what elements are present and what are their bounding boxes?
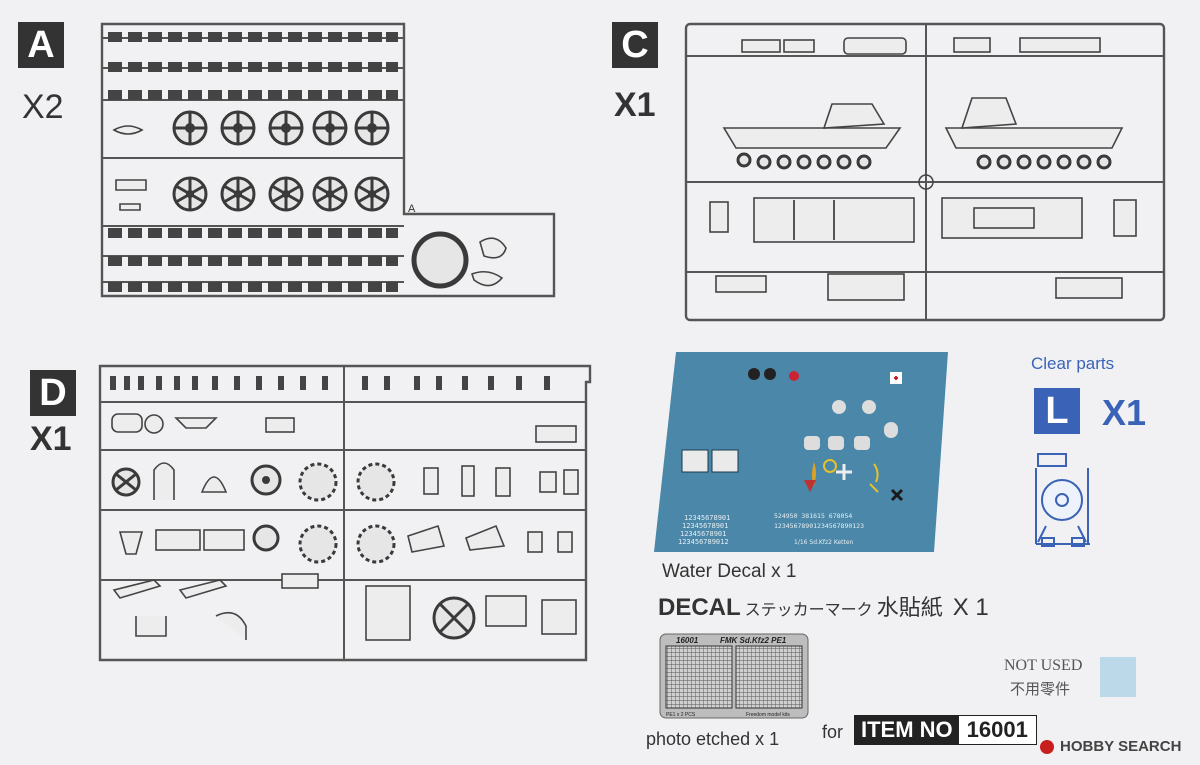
clear-parts-sprue <box>1035 453 1090 547</box>
not-used-en: NOT USED <box>1004 657 1083 674</box>
sheet-d-quantity: X1 <box>30 420 72 458</box>
item-number-box: ITEM NO 16001 <box>854 715 1037 745</box>
watermark-text: HOBBY SEARCH <box>1060 738 1182 755</box>
not-used-swatch <box>1100 657 1136 697</box>
photo-etched-caption: photo etched x 1 <box>646 729 780 749</box>
sprue-c-drawing <box>684 22 1166 322</box>
pe-header-left: 16001 <box>676 636 699 645</box>
photo-etched-sheet: 16001 FMK Sd.Kfz2 PE1 PE1 x 2 PCS Freedo… <box>659 633 809 719</box>
sheet-l-label: L <box>1034 388 1080 434</box>
decal-numbers-3: 12345678901 <box>680 530 726 538</box>
sheet-c-quantity: X1 <box>614 86 656 124</box>
pe-footer-right: Freedom model kits <box>746 712 790 718</box>
decal-numbers-1: 12345678901 <box>684 514 730 522</box>
sprue-a-drawing: A <box>100 22 556 298</box>
sprue-a-tag: A <box>408 203 416 215</box>
decal-title: DECAL ステッカーマーク 水貼紙 X 1 <box>658 590 989 622</box>
decal-code-2: 12345678901234567890123 <box>774 522 864 530</box>
item-number-value: 16001 <box>966 717 1028 742</box>
decal-title-cn: 水貼紙 <box>876 596 943 621</box>
decal-code-1: 524950 381615 678054 <box>774 512 852 520</box>
sheet-d-label: D <box>30 370 76 416</box>
item-number-label: ITEM NO <box>855 716 959 744</box>
decal-title-qty: X 1 <box>952 594 989 621</box>
clear-parts-heading: Clear parts <box>1031 354 1115 373</box>
sheet-a-quantity: X2 <box>22 88 64 126</box>
water-decal-caption: Water Decal x 1 <box>662 561 797 582</box>
not-used-cn: 不用零件 <box>1010 680 1071 698</box>
decal-numbers-2: 12345678901 <box>682 522 728 530</box>
watermark: HOBBY SEARCH <box>1040 738 1181 755</box>
item-prefix: for <box>822 722 844 742</box>
sprue-d-drawing <box>98 364 592 662</box>
pe-footer-left: PE1 x 2 PCS <box>666 712 696 718</box>
decal-numbers-4: 123456789012 <box>678 538 729 546</box>
hobby-search-logo-icon <box>1040 739 1054 754</box>
sheet-a-label: A <box>18 22 64 68</box>
decal-footer: 1/16 Sd.Kfz2 Ketten <box>794 539 854 546</box>
decal-title-jp: ステッカーマーク <box>744 600 873 619</box>
pe-header-right: FMK Sd.Kfz2 PE1 <box>720 636 787 645</box>
sheet-c-label: C <box>612 22 658 68</box>
sheet-l-quantity: X1 <box>1102 392 1147 433</box>
decal-title-en: DECAL <box>658 594 741 621</box>
decal-sheet: 12345678901 12345678901 12345678901 1234… <box>654 352 948 552</box>
